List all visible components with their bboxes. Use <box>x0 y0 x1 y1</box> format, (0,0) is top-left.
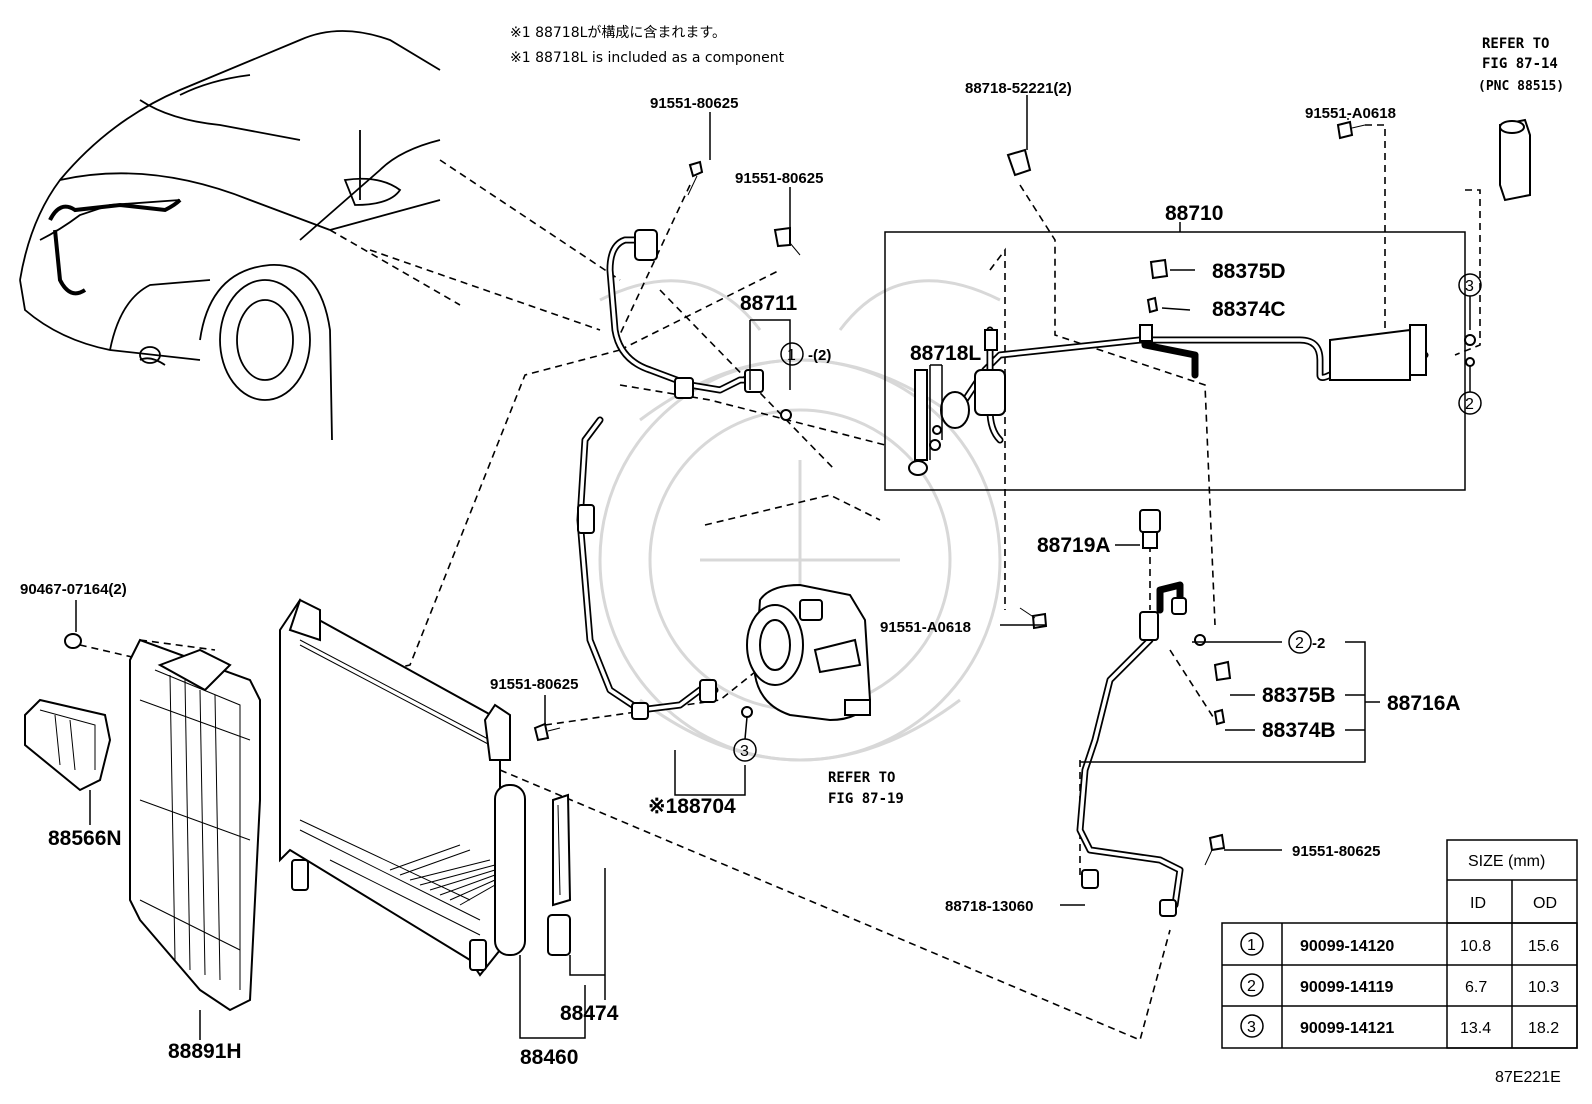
label-88710: 88710 <box>1165 202 1223 225</box>
label-88711: 88711 <box>740 292 798 315</box>
svg-text:90099-14121: 90099-14121 <box>1300 1020 1394 1037</box>
note-jp: ※1 88718Lが構成に含まれます。 <box>510 25 726 41</box>
refer-top-line2: FIG 87-14 <box>1482 56 1558 72</box>
figure-code: 87E221E <box>1495 1069 1561 1086</box>
clip-90467 <box>64 633 82 649</box>
vehicle-sketch <box>19 30 441 441</box>
label-91551-80625-mid: 91551-80625 <box>735 170 823 187</box>
label-91551-A0618-top: 91551-A0618 <box>1305 105 1396 122</box>
label-88374C: 88374C <box>1212 298 1286 321</box>
compressor <box>746 583 872 722</box>
circle-mark-3-top: 3 <box>1458 273 1482 297</box>
size-table-col-id: ID <box>1470 895 1486 912</box>
label-88566N: 88566N <box>48 827 122 850</box>
svg-text:15.6: 15.6 <box>1528 938 1559 955</box>
box-88710 <box>884 231 1466 491</box>
svg-text:10.8: 10.8 <box>1460 938 1491 955</box>
svg-text:13.4: 13.4 <box>1460 1020 1491 1037</box>
size-table-row: 3 90099-14121 13.4 18.2 <box>1240 1014 1559 1038</box>
label-88711-qty: -(2) <box>808 347 831 364</box>
circle-mark-2-top: 2 <box>1458 391 1482 415</box>
svg-text:1: 1 <box>787 347 796 364</box>
label-88460: 88460 <box>520 1046 578 1069</box>
label-91551-80625-top: 91551-80625 <box>650 95 738 112</box>
svg-text:18.2: 18.2 <box>1528 1020 1559 1037</box>
circle-mark-1-88711: 1 <box>780 342 804 366</box>
size-table-row: 2 90099-14119 6.7 10.3 <box>1240 973 1559 997</box>
label-88718L: 88718L <box>910 342 981 365</box>
svg-text:3: 3 <box>740 743 749 760</box>
label-88716A-qty: -2 <box>1312 635 1325 652</box>
label-91551-80625-right: 91551-80625 <box>1292 843 1380 860</box>
oring-88718L <box>908 460 928 476</box>
refer-top-line1: REFER TO <box>1482 36 1549 52</box>
svg-text:2: 2 <box>1247 978 1256 995</box>
bracket-88566N <box>24 698 112 792</box>
label-88474: 88474 <box>560 1002 619 1025</box>
hose-88704 <box>576 416 719 720</box>
note-en: ※1 88718L is included as a component <box>510 50 785 66</box>
callout-leaders <box>75 95 1380 1040</box>
svg-text:90099-14119: 90099-14119 <box>1300 979 1394 996</box>
label-88704: ※188704 <box>648 795 736 818</box>
label-88718-52221: 88718-52221(2) <box>965 80 1072 97</box>
label-88375B: 88375B <box>1262 684 1336 707</box>
label-88375D: 88375D <box>1212 260 1286 283</box>
suction-tube-88710 <box>940 324 1429 444</box>
size-table: SIZE (mm) ID OD 1 90099-14120 10.8 15.6 … <box>1221 839 1578 1049</box>
refer-comp-line2: FIG 87-19 <box>828 791 904 807</box>
size-table-row: 1 90099-14120 10.8 15.6 <box>1240 932 1559 956</box>
label-91551-80625-left: 91551-80625 <box>490 676 578 693</box>
label-91551-A0618-mid: 91551-A0618 <box>880 619 971 636</box>
label-88891H: 88891H <box>168 1040 242 1063</box>
size-table-header: SIZE (mm) <box>1468 853 1545 870</box>
size-table-col-od: OD <box>1533 895 1557 912</box>
svg-text:2: 2 <box>1465 396 1474 413</box>
circle-mark-2-88716A: 2 <box>1288 630 1312 654</box>
refer-top-line3: (PNC 88515) <box>1478 79 1564 94</box>
svg-text:90099-14120: 90099-14120 <box>1300 938 1394 955</box>
discharge-hose-88711 <box>606 229 764 399</box>
condenser-88460 <box>279 598 526 977</box>
liquid-tube-88716A <box>1076 581 1187 917</box>
label-88718-13060: 88718-13060 <box>945 898 1033 915</box>
svg-text:1: 1 <box>1247 937 1256 954</box>
pressure-switch-88719A <box>1139 509 1161 549</box>
label-88719A: 88719A <box>1037 534 1111 557</box>
refer-comp-line1: REFER TO <box>828 770 895 786</box>
svg-text:10.3: 10.3 <box>1528 979 1559 996</box>
svg-text:3: 3 <box>1465 278 1474 295</box>
svg-text:6.7: 6.7 <box>1465 979 1487 996</box>
receiver-88718L <box>914 369 928 461</box>
label-90467-07164: 90467-07164(2) <box>20 581 127 598</box>
label-88374B: 88374B <box>1262 719 1336 742</box>
expansion-valve-88515 <box>1499 118 1531 202</box>
shroud-88891H <box>129 638 261 1012</box>
bolt-icons <box>533 120 1366 866</box>
label-88716A: 88716A <box>1387 692 1461 715</box>
filter-88474 <box>547 793 572 956</box>
svg-text:3: 3 <box>1247 1019 1256 1036</box>
svg-text:2: 2 <box>1295 635 1304 652</box>
